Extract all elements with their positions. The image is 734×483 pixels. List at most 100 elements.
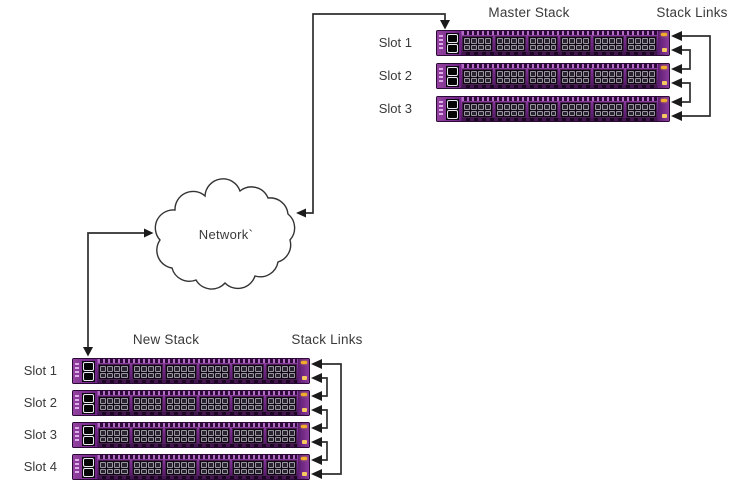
port-cage — [200, 436, 207, 442]
port-cage — [288, 404, 295, 410]
port-cage — [241, 398, 248, 404]
port-cage — [267, 436, 274, 442]
port-cage — [255, 366, 262, 372]
cloud-to-master-connector — [296, 13, 450, 218]
port-cage — [550, 38, 557, 44]
master-stack-slot2-switch-device — [436, 63, 670, 89]
port-cage — [154, 436, 161, 442]
power-led — [302, 472, 307, 476]
port-group — [98, 460, 130, 476]
port-cage — [635, 110, 642, 116]
port-group — [593, 102, 625, 118]
port-cage — [517, 110, 524, 116]
status-led — [301, 393, 307, 396]
port-cage — [107, 366, 114, 372]
port-cage — [484, 104, 491, 110]
port-cage — [154, 398, 161, 404]
port-group — [131, 460, 163, 476]
port-cage — [510, 110, 517, 116]
port-group — [593, 36, 625, 52]
port-cage — [635, 104, 642, 110]
port-cage — [241, 468, 248, 474]
port-cage — [602, 77, 609, 83]
port-cage — [255, 404, 262, 410]
power-led — [662, 48, 667, 52]
port-cage — [221, 436, 228, 442]
port-cage — [241, 436, 248, 442]
switch-left-panel — [73, 359, 97, 383]
port-cage — [510, 104, 517, 110]
port-cage — [576, 71, 583, 77]
port-cage — [464, 77, 470, 83]
port-cage — [167, 404, 174, 410]
port-cage — [140, 430, 147, 436]
port-cage — [616, 44, 623, 50]
port-cage — [616, 104, 623, 110]
stack-link-arrow — [311, 469, 322, 479]
port-cage — [635, 38, 642, 44]
port-cage — [602, 44, 609, 50]
new-stack-slot-label-1: Slot 1 — [23, 363, 57, 378]
port-cage — [510, 77, 517, 83]
port-cage — [100, 468, 107, 474]
port-cage — [255, 462, 262, 468]
port-cage — [100, 366, 107, 372]
port-cage — [496, 110, 503, 116]
network-cloud-shape — [154, 178, 296, 290]
port-cage — [609, 71, 616, 77]
port-cage — [464, 110, 470, 116]
port-cage — [281, 462, 288, 468]
port-group — [198, 460, 230, 476]
port-cage — [200, 398, 207, 404]
port-cage — [576, 110, 583, 116]
port-group — [232, 460, 264, 476]
port-cage — [496, 104, 503, 110]
port-group — [626, 102, 657, 118]
power-led — [302, 440, 307, 444]
port-cage — [569, 71, 576, 77]
port-cage — [207, 462, 214, 468]
port-label-strip — [98, 412, 297, 415]
port-cage — [200, 430, 207, 436]
port-cage — [529, 77, 536, 83]
status-led — [301, 361, 307, 364]
port-cage — [255, 436, 262, 442]
port-cage — [167, 366, 174, 372]
switch-right-panel — [298, 391, 309, 415]
port-cage — [200, 366, 207, 372]
port-cage — [147, 430, 154, 436]
mgmt-port-block — [82, 361, 95, 382]
port-cage — [464, 38, 470, 44]
port-cage — [477, 44, 484, 50]
port-group — [198, 396, 230, 412]
port-cage — [288, 468, 295, 474]
port-cage — [583, 104, 590, 110]
port-cage — [562, 110, 569, 116]
port-cage — [583, 110, 590, 116]
port-cage — [602, 38, 609, 44]
port-cage — [510, 38, 517, 44]
port-group — [131, 364, 163, 380]
port-group — [165, 396, 197, 412]
port-cage — [267, 366, 274, 372]
port-cage — [133, 404, 140, 410]
port-cage — [503, 77, 510, 83]
port-cage — [207, 436, 214, 442]
port-cage — [628, 71, 635, 77]
port-cage — [496, 38, 503, 44]
port-cage — [200, 404, 207, 410]
port-cage — [517, 77, 524, 83]
stack-links-layer — [311, 31, 711, 479]
port-cage — [167, 398, 174, 404]
port-cage — [140, 372, 147, 378]
port-cage — [147, 462, 154, 468]
power-led — [662, 81, 667, 85]
port-cage — [221, 372, 228, 378]
vent-strip — [98, 391, 297, 395]
port-cage — [642, 104, 648, 110]
port-cage — [274, 468, 281, 474]
new-stack-stack-links — [311, 359, 342, 479]
port-cage — [576, 44, 583, 50]
brand-logo — [75, 427, 79, 442]
port-cage — [167, 430, 174, 436]
